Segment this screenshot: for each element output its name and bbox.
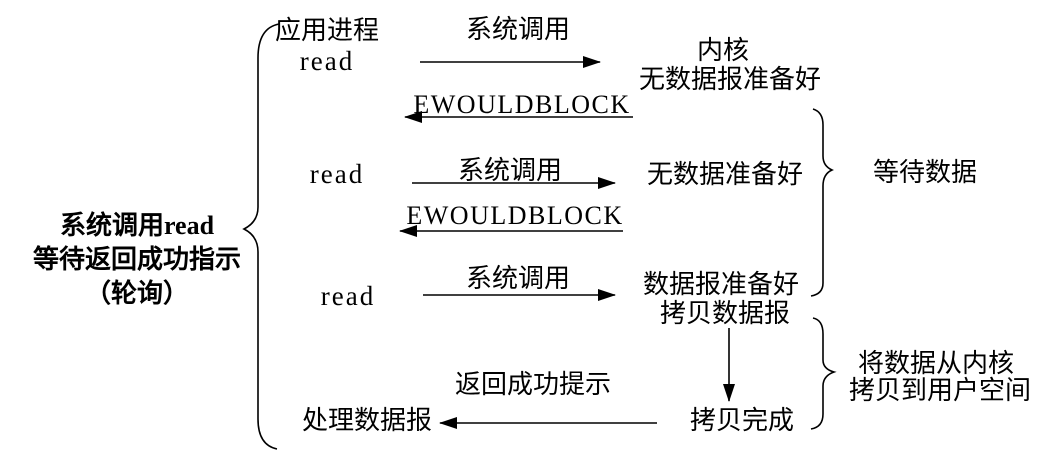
read-call-2: read: [309, 159, 365, 189]
copy-note-line1: 将数据从内核: [857, 349, 1015, 378]
left-summary-line1: 系统调用read: [59, 211, 215, 240]
no-datagram-ready-label: 无数据报准备好: [638, 65, 822, 94]
copy-datagram-label: 拷贝数据报: [659, 299, 791, 328]
left-summary: 系统调用read 等待返回成功指示 （轮询）: [33, 209, 241, 311]
wait-data-brace: [810, 108, 834, 297]
syscall-label-1: 系统调用: [465, 15, 571, 44]
left-summary-line3: （轮询）: [84, 279, 190, 308]
copy-note-brace: [810, 317, 837, 430]
wait-data-annotation: 等待数据: [872, 158, 978, 187]
return-success-label: 返回成功提示: [454, 370, 612, 399]
copy-note-line2: 拷贝到用户空间: [848, 376, 1032, 405]
ewouldblock-label-2: EWOULDBLOCK: [406, 201, 624, 230]
process-datagram-label: 处理数据报: [301, 406, 433, 435]
copy-complete-label: 拷贝完成: [689, 406, 795, 435]
ewouldblock-label-1: EWOULDBLOCK: [413, 90, 631, 119]
left-brace: [242, 23, 280, 450]
read-call-1: read: [299, 46, 355, 76]
read-call-3: read: [320, 281, 376, 311]
app-process-label: 应用进程: [274, 16, 380, 45]
left-summary-line2: 等待返回成功指示: [32, 245, 242, 274]
syscall-label-3: 系统调用: [465, 264, 571, 293]
no-data-ready-label: 无数据准备好: [646, 160, 804, 189]
datagram-ready-label: 数据报准备好: [642, 270, 800, 299]
syscall-label-2: 系统调用: [457, 156, 563, 185]
kernel-label: 内核: [696, 36, 750, 65]
